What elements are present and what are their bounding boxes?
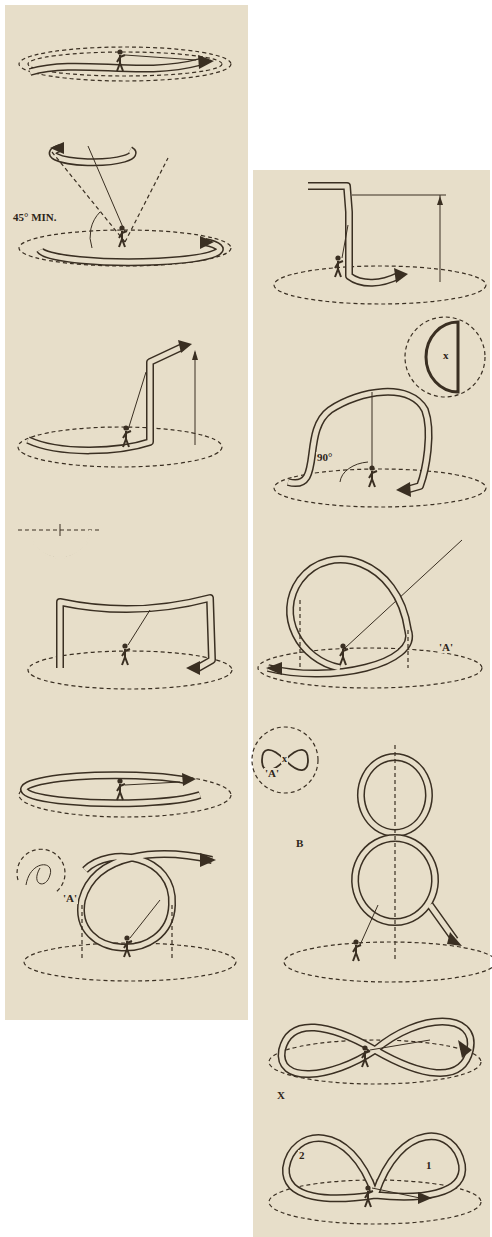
figure-label: x [442,350,450,361]
figure-label: 1 [425,1160,433,1171]
figure-label: 'A' [438,642,454,653]
figure-label: x [281,754,288,764]
figure-label: B [295,838,304,849]
figure-label: X [276,1090,286,1101]
figure-label: 'A' [264,768,280,779]
paper-panel [253,170,490,1237]
figure-label: 'A' [62,893,78,904]
figure-label: 45° MIN. [12,212,58,223]
figure-label: 90° [316,452,333,463]
figure-label: 2 [298,1150,306,1161]
